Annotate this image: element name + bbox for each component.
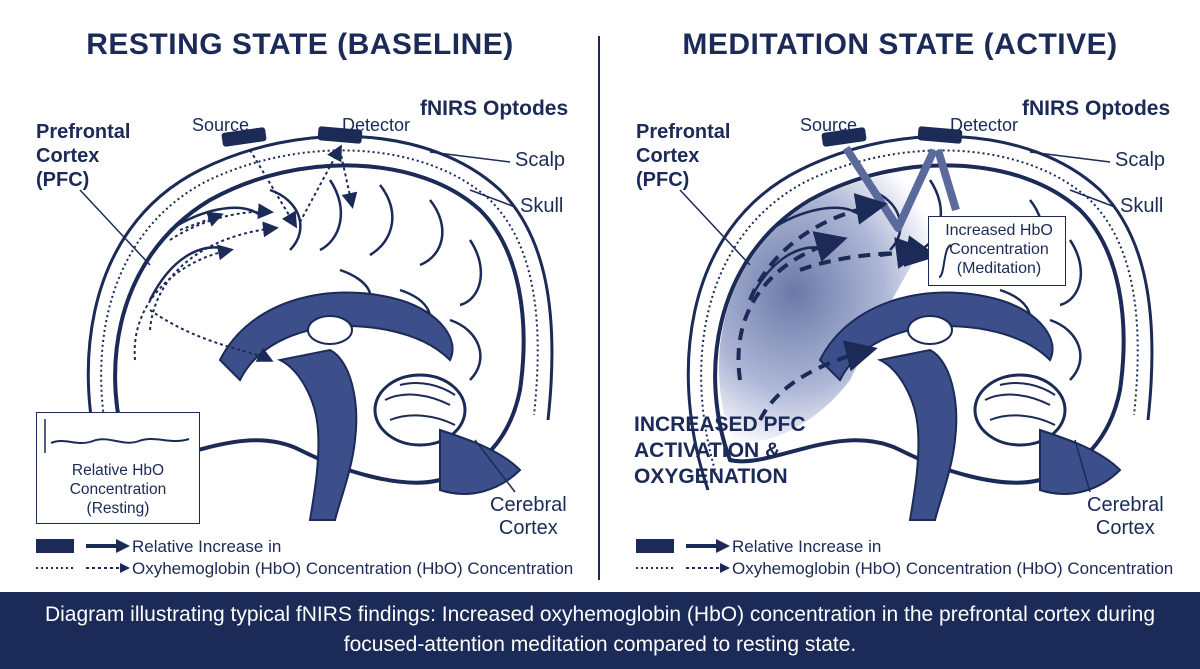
pfc-label: Prefrontal Cortex (PFC) <box>36 121 131 191</box>
cortex-pointer <box>1074 439 1091 493</box>
caption-text: Diagram illustrating typical fNIRS findi… <box>44 603 1156 656</box>
brainstem <box>876 348 958 521</box>
panel-divider <box>598 36 600 580</box>
skull-pointer <box>1069 189 1116 208</box>
pfc-pointer <box>79 189 151 266</box>
resting-hbo-graph: Relative HbO Concentration (Resting) <box>36 412 200 524</box>
cortex-pointer <box>474 439 516 493</box>
meditation-state-title: MEDITATION STATE (ACTIVE) <box>682 28 1118 61</box>
cortex-label: Cerebral Cortex <box>490 494 567 539</box>
hbo-increase-curve-icon <box>938 244 952 278</box>
thalamus <box>907 315 953 345</box>
scalp-pointer <box>429 151 511 163</box>
legend-solid-swatch <box>36 539 74 553</box>
source-label: Source <box>800 115 858 135</box>
brainstem <box>276 348 358 521</box>
resting-graph-label: Relative HbO Concentration (Resting) <box>69 462 167 517</box>
meditation-legend-text: Relative Increase in Oxyhemoglobin (HbO)… <box>732 537 1174 578</box>
pfc-label: Prefrontal Cortex (PFC) <box>636 121 731 191</box>
source-optode <box>821 127 867 147</box>
pfc-pointer <box>679 189 751 266</box>
scalp-label: Scalp <box>515 149 566 171</box>
light-path-in <box>842 145 938 232</box>
cortex-label: Cerebral Cortex <box>1087 494 1164 539</box>
meditation-legend: Relative Increase in Oxyhemoglobin (HbO)… <box>636 536 1196 580</box>
resting-state-panel: RESTING STATE (BASELINE) <box>0 0 600 592</box>
skull-label: Skull <box>520 195 564 217</box>
meditation-state-panel: MEDITATION STATE (ACTIVE) <box>600 0 1200 592</box>
resting-state-title: RESTING STATE (BASELINE) <box>86 28 514 61</box>
corpus-callosum <box>818 291 1054 382</box>
thalamus <box>307 315 353 345</box>
brain-gyri <box>148 179 483 381</box>
skull-layer <box>700 149 1139 481</box>
skull-label: Skull <box>1120 195 1164 217</box>
skull-layer <box>100 149 539 481</box>
source-label: Source <box>192 115 250 135</box>
corpus-callosum <box>218 291 454 382</box>
meditation-hbo-label: Increased HbO Concentration (Meditation) <box>945 222 1053 277</box>
cerebellum <box>373 373 522 495</box>
caption-banner: Diagram illustrating typical fNIRS findi… <box>0 592 1200 669</box>
detector-optode <box>917 126 963 144</box>
scalp-label: Scalp <box>1115 149 1166 171</box>
skull-pointer <box>469 189 516 208</box>
optodes-label: fNIRS Optodes <box>420 97 569 120</box>
scalp-pointer <box>1029 151 1111 163</box>
meditation-hbo-box: Increased HbO Concentration (Meditation) <box>928 216 1066 286</box>
resting-hbo-trace <box>50 438 190 444</box>
resting-legend: Relative Increase in Oxyhemoglobin (HbO)… <box>36 536 596 580</box>
cerebellum <box>973 373 1122 495</box>
source-optode <box>221 127 267 147</box>
resting-legend-text: Relative Increase in Oxyhemoglobin (HbO)… <box>132 537 574 578</box>
detector-label: Detector <box>950 115 1019 135</box>
legend-solid-swatch <box>636 539 674 553</box>
optodes-label: fNIRS Optodes <box>1022 97 1171 120</box>
detector-label: Detector <box>342 115 411 135</box>
light-path-out <box>934 148 960 212</box>
pfc-activation-label: INCREASED PFC ACTIVATION & OXYGENATION <box>634 413 806 488</box>
resting-brain-diagram <box>79 126 554 521</box>
detector-optode <box>317 126 363 144</box>
